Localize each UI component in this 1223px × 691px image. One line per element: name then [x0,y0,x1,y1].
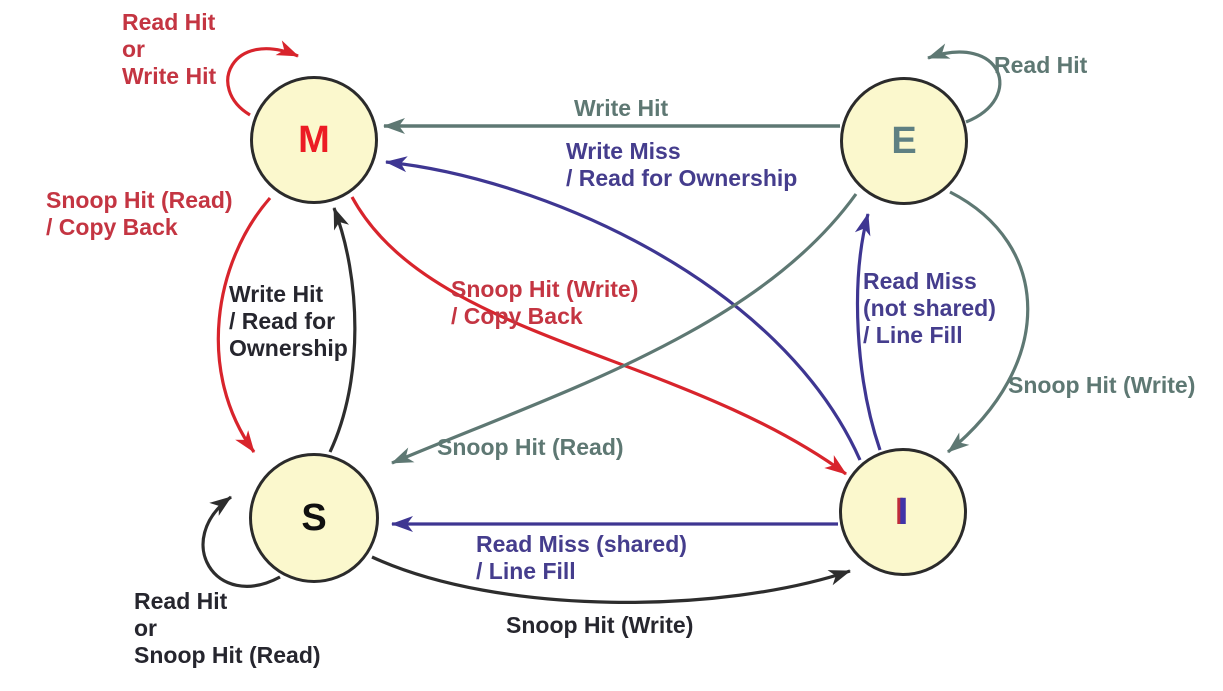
edge-label-i-to-m: Write Miss / Read for Ownership [566,138,798,191]
edge-s-self-loop [201,495,281,588]
edge-label-s-to-i: Snoop Hit (Write) [506,612,694,638]
edge-s-to-i [371,555,851,604]
edge-label-s-self: Read Hit or Snoop Hit (Read) [134,588,321,668]
edge-m-to-i [350,196,847,476]
state-node-exclusive: E [840,77,968,205]
edge-i-to-m [385,156,862,461]
state-node-invalid: I [839,448,967,576]
edge-label-m-to-s: Snoop Hit (Read) / Copy Back [46,187,233,240]
edge-s-to-m [328,207,357,453]
edge-label-s-to-m: Write Hit / Read for Ownership [229,281,348,361]
edge-label-m-to-i: Snoop Hit (Write) / Copy Back [451,276,639,329]
edge-m-self-loop [226,40,299,117]
state-label-m: M [298,119,330,161]
state-node-modified: M [250,76,378,204]
edge-label-e-to-s: Snoop Hit (Read) [437,434,624,460]
edge-e-to-s [391,193,858,465]
edge-e-self-loop [927,43,1002,124]
edge-label-e-self: Read Hit [994,52,1088,78]
edge-e-to-i [946,190,1030,454]
edge-m-to-s [216,196,272,453]
edge-label-e-to-i: Snoop Hit (Write) [1008,372,1196,398]
edge-i-to-e [854,213,882,451]
state-label-i: I [897,491,909,533]
edge-label-e-to-m: Write Hit [574,95,669,121]
edge-label-m-self: Read Hit or Write Hit [122,9,217,89]
state-label-s: S [301,497,327,539]
edge-label-i-to-e: Read Miss (not shared) / Line Fill [863,268,996,348]
state-label-e: E [891,120,917,162]
edge-label-i-to-s: Read Miss (shared) / Line Fill [476,531,687,584]
state-node-shared: S [249,453,379,583]
